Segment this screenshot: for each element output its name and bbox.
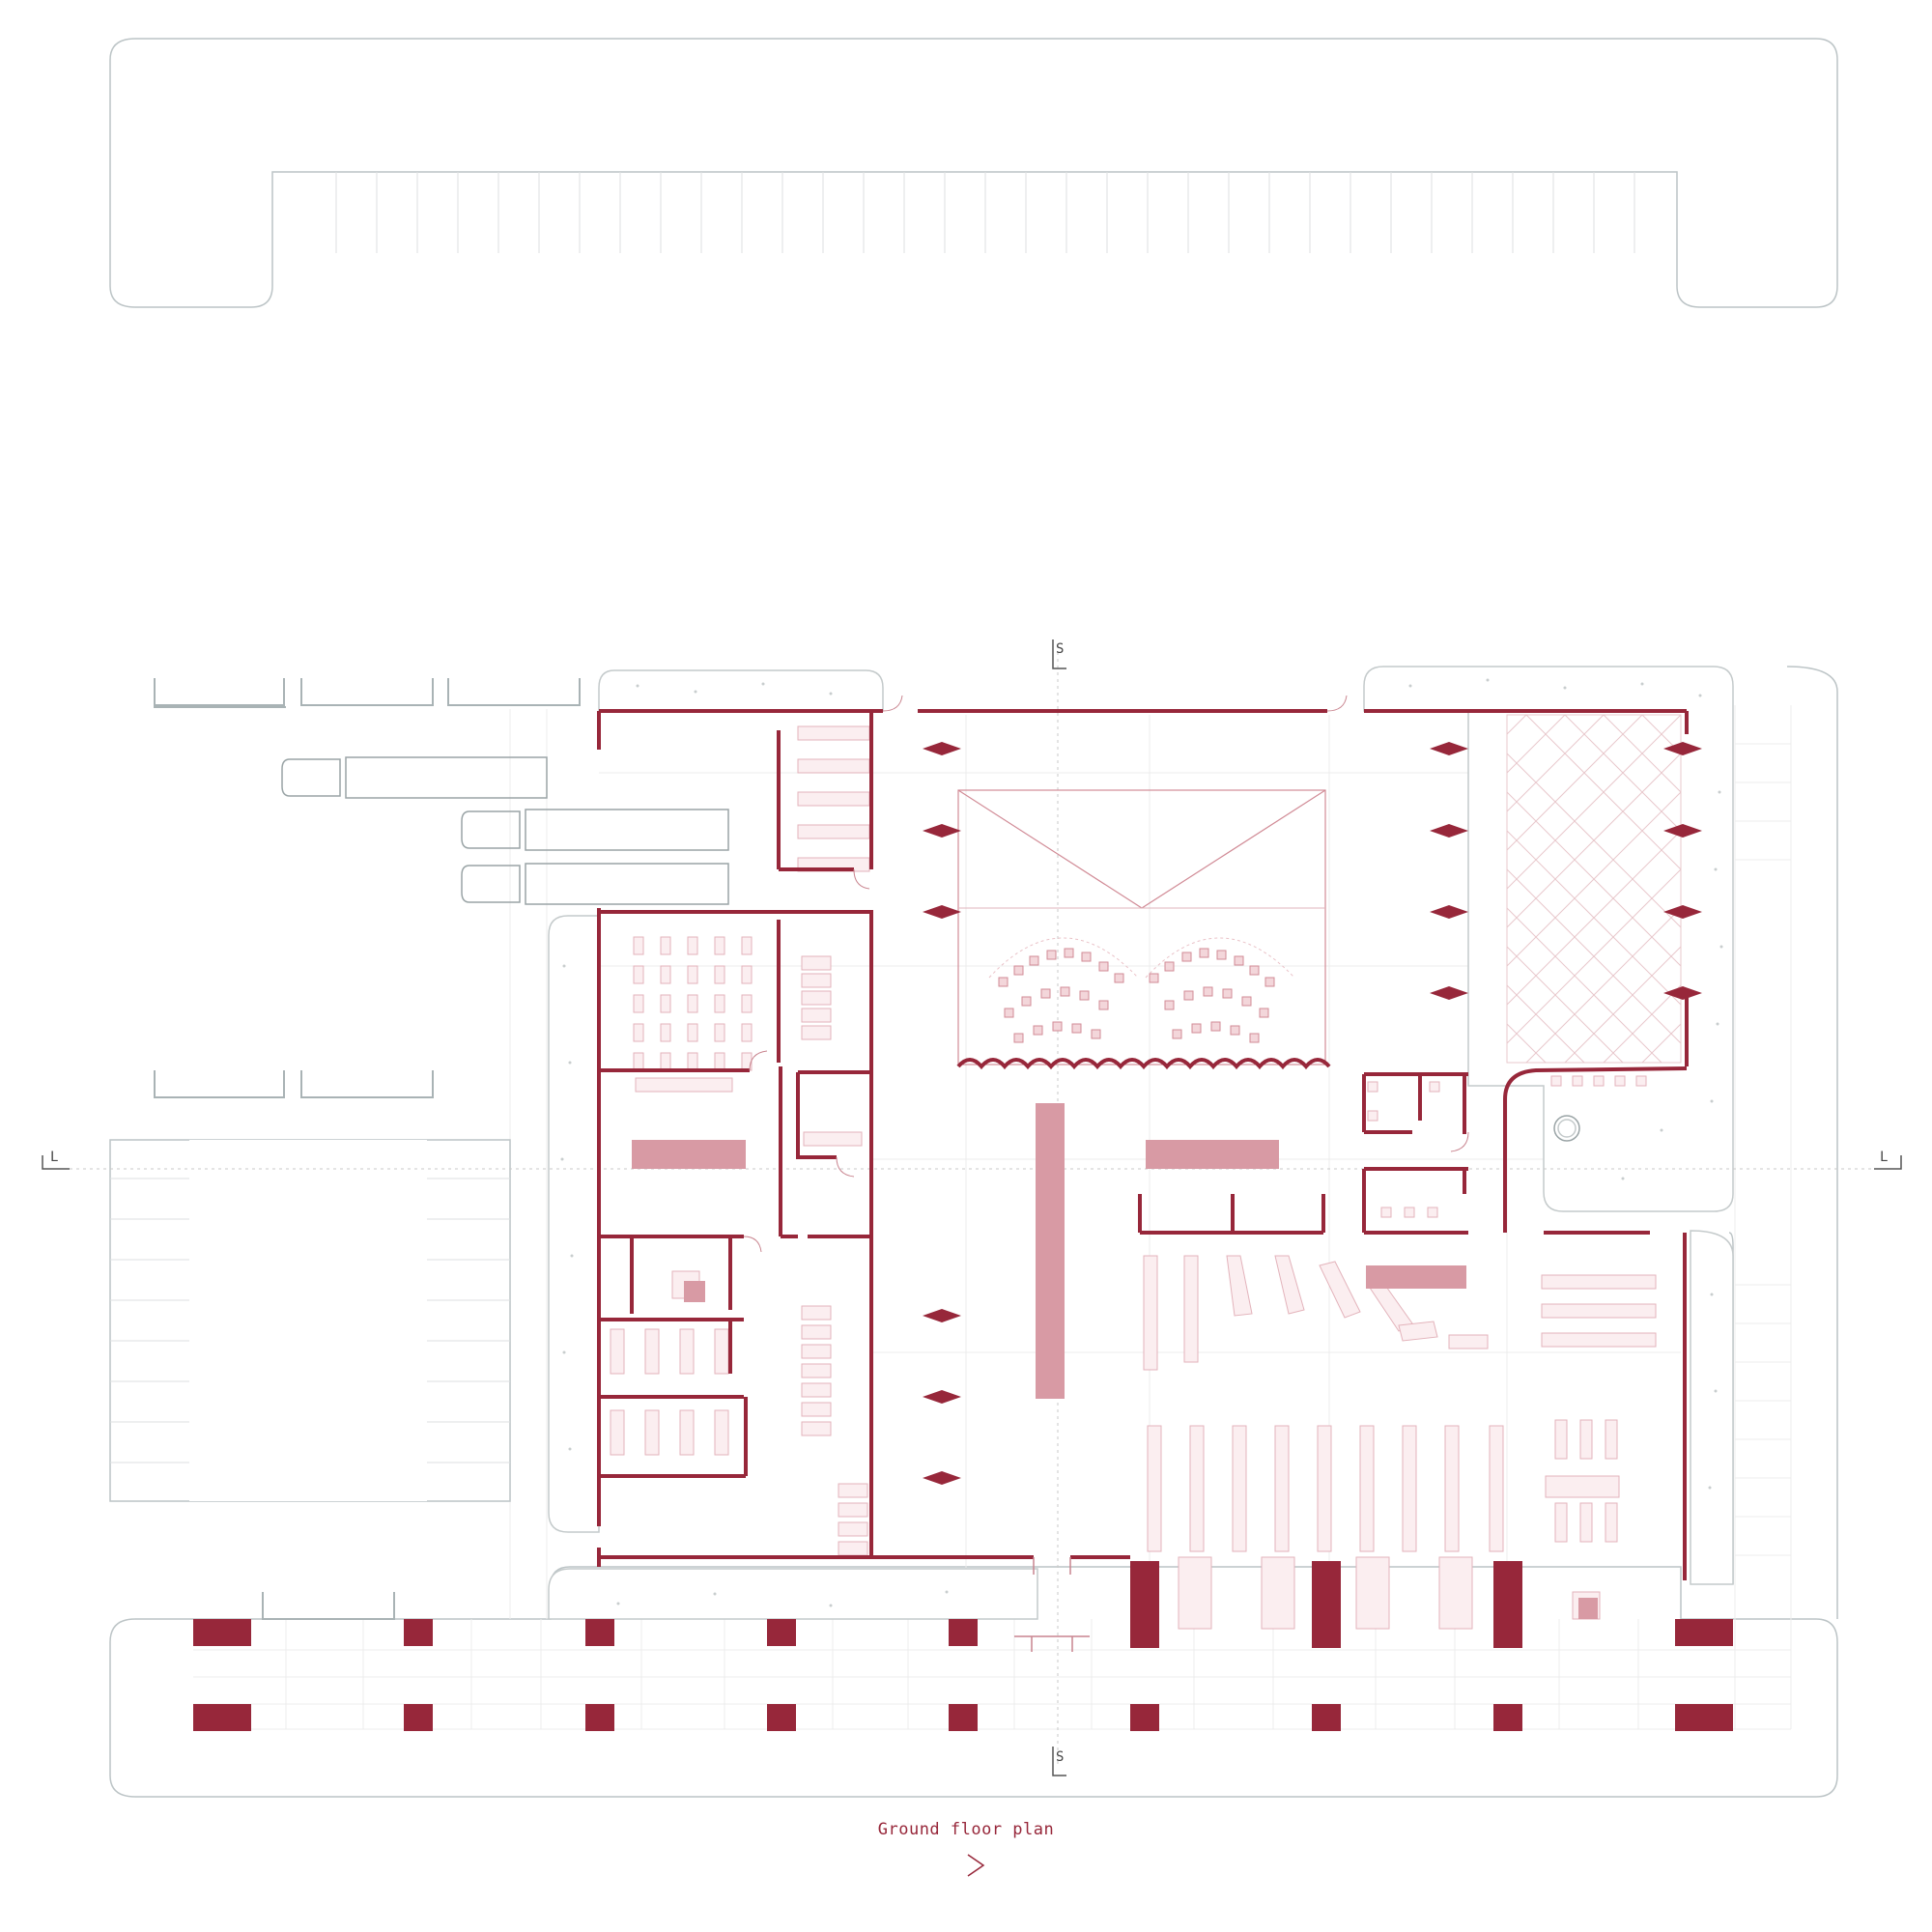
- section-mark-l-right: L: [1880, 1150, 1889, 1165]
- section-mark-l-left: L: [50, 1150, 59, 1165]
- parking-stall-lines: [335, 172, 1635, 253]
- auditorium: [956, 789, 1331, 1070]
- gravel-dots: [560, 678, 1723, 1607]
- main-entrance: [1014, 1557, 1090, 1652]
- diamond-columns: [923, 742, 1702, 1485]
- truck-icon: [461, 863, 729, 905]
- fixed-counters: [632, 1103, 1598, 1619]
- hatched-hall: [1506, 714, 1682, 1064]
- planters: [548, 666, 1734, 1620]
- south-piers: [193, 1561, 1733, 1731]
- chevron-right-icon: [967, 1854, 985, 1877]
- section-mark-s-bottom: S: [1056, 1749, 1065, 1765]
- north-parking-lot: [109, 38, 1838, 308]
- stage-curtain: [956, 1058, 1331, 1070]
- wall-door-swings: [743, 695, 1469, 1253]
- site-outline: [109, 666, 1838, 1798]
- truck-icon: [461, 809, 729, 851]
- walls: [597, 709, 1689, 1580]
- west-parking: [109, 678, 729, 1620]
- auditorium-seats: [998, 948, 1275, 1043]
- drawing-caption: Ground floor plan: [877, 1820, 1055, 1839]
- section-lines: [70, 645, 1882, 1764]
- truck-icon: [281, 756, 548, 799]
- section-marker-brackets: [42, 639, 1902, 1776]
- section-mark-s-top: S: [1056, 641, 1065, 657]
- parking-bay-brackets: [154, 678, 581, 1620]
- furniture: [610, 725, 1657, 1630]
